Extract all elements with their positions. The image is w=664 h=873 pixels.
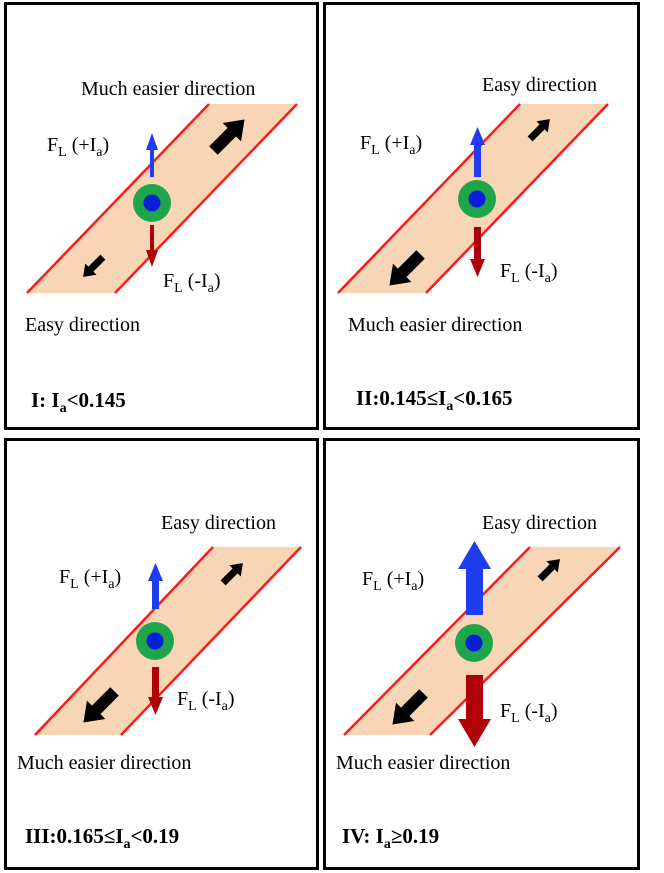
force-plus-label: FL (+Ia) [360,132,422,158]
small-arrow-upright [220,563,243,586]
force-arrow-down [146,225,158,267]
force-arrow-up [148,563,163,609]
panel-IV: Easy direction FL (+Ia) FL (-Ia) Much ea… [323,438,640,870]
condition-label: III:0.165≤Ia<0.19 [25,824,179,852]
particle-core [468,190,486,208]
force-minus-label: FL (-Ia) [163,270,221,296]
channel-edge-left [26,103,210,294]
big-arrow-downleft [83,687,119,723]
force-minus-label: FL (-Ia) [500,700,558,726]
bottom-direction-label: Much easier direction [17,752,191,774]
condition-label: II:0.145≤Ia<0.165 [356,386,513,414]
channel-edge-right [114,103,298,294]
force-arrow-down [470,227,485,277]
force-arrow-up [470,127,485,177]
small-arrow-upright [527,119,550,142]
force-arrow-up [458,541,491,615]
panel-I: Much easier direction FL (+Ia) FL (-Ia) … [4,2,319,430]
force-plus-label: FL (+Ia) [59,566,121,592]
force-minus-label: FL (-Ia) [500,260,558,286]
bottom-direction-label: Much easier direction [336,752,510,774]
big-arrow-downleft [392,689,428,725]
channel-edge-left [337,103,521,294]
condition-label: IV: Ia≥0.19 [342,824,439,852]
channel-edge-left [343,546,531,736]
small-arrow-downleft [83,254,106,277]
particle-core [465,634,483,652]
top-direction-label: Easy direction [161,512,276,534]
panel-II: Easy direction FL (+Ia) FL (-Ia) Much ea… [323,2,640,430]
particle-core [146,632,164,650]
big-arrow-downleft [389,250,425,286]
force-plus-label: FL (+Ia) [47,134,109,160]
top-direction-label: Easy direction [482,512,597,534]
bottom-direction-label: Easy direction [25,314,140,336]
top-direction-label: Much easier direction [81,78,255,100]
condition-label: I: Ia<0.145 [31,388,126,416]
small-arrow-upright [537,559,560,582]
force-arrow-down [458,675,491,747]
top-direction-label: Easy direction [482,74,597,96]
big-arrow-upright [209,119,245,155]
particle-core [143,194,161,212]
force-arrow-down [148,667,163,715]
force-plus-label: FL (+Ia) [362,568,424,594]
force-minus-label: FL (-Ia) [177,688,235,714]
channel-edge-left [34,546,214,736]
force-arrow-up [146,133,158,177]
channel-edge-right [429,546,621,736]
bottom-direction-label: Much easier direction [348,314,522,336]
channel-edge-right [425,103,609,294]
panel-III: Easy direction FL (+Ia) FL (-Ia) Much ea… [4,438,319,870]
